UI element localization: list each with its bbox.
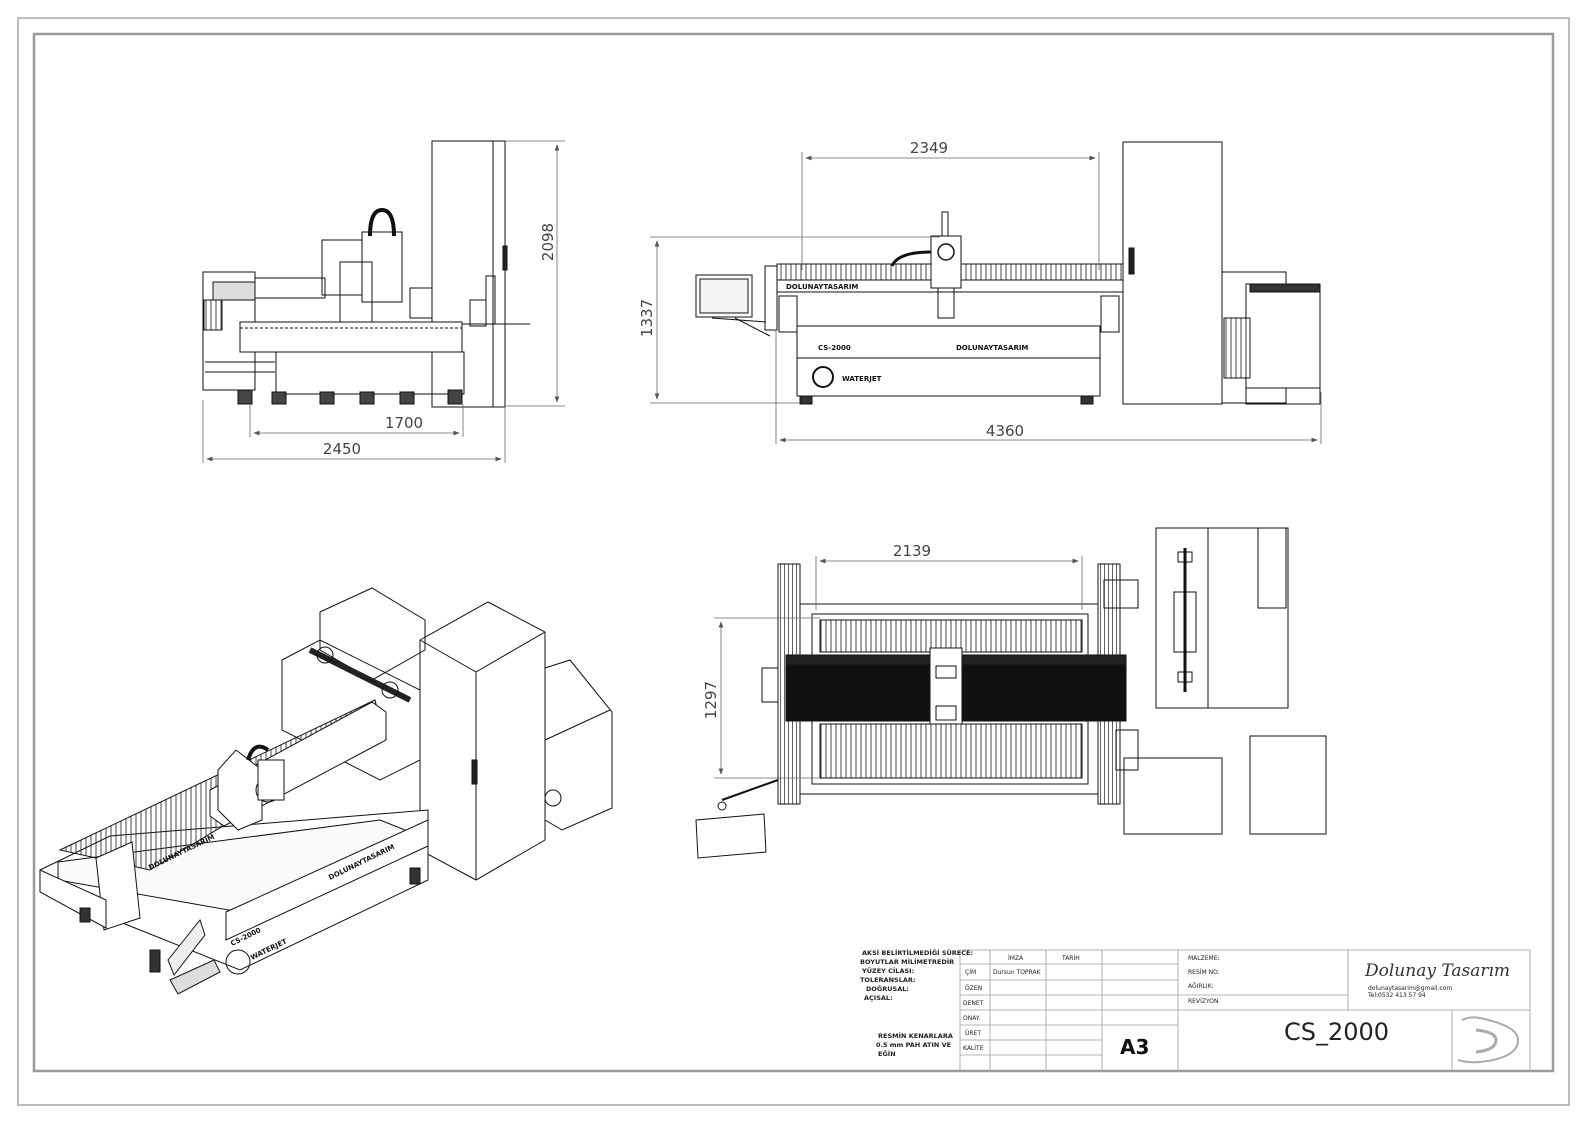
- top-view-dimensions: [714, 556, 1083, 779]
- field-material: MALZEME:: [1188, 955, 1220, 962]
- outer-frame: [17, 17, 1570, 1106]
- dim-side-inner-width: 1700: [385, 414, 423, 432]
- header-signature: İMZA: [1008, 955, 1024, 962]
- field-drawing-no: RESİM NO.: [1188, 969, 1220, 976]
- side-view-dimensions: [202, 140, 565, 463]
- note-line-1: AKSİ BELİRTİLMEDİĞİ SÜRECE:: [862, 948, 973, 957]
- company-name: Dolunay Tasarım: [1364, 961, 1510, 981]
- row-quality: KALİTE: [963, 1045, 984, 1052]
- isometric-view: [39, 587, 613, 995]
- drawer-name: Dursun TOPRAK: [993, 969, 1042, 976]
- header-date: TARİH: [1061, 955, 1080, 962]
- note-line-5: DOĞRUSAL:: [866, 984, 909, 993]
- front-model-label: CS-2000: [818, 344, 851, 352]
- company-phone: Tel:0532 413 57 94: [1367, 992, 1426, 999]
- company-logo: [1457, 1016, 1520, 1064]
- field-revision: REVİZYON: [1188, 998, 1219, 1005]
- front-brand-label-2: DOLUNAYTASARIM: [956, 344, 1028, 352]
- sheet-size: A3: [1120, 1035, 1149, 1059]
- dim-top-table-width: 2139: [893, 542, 931, 560]
- front-brand-label: DOLUNAYTASARIM: [786, 283, 858, 291]
- row-checked: ÖZEN: [965, 985, 982, 992]
- top-view: [695, 527, 1327, 859]
- dim-top-table-depth: 1297: [702, 681, 720, 719]
- note-line-2: BOYUTLAR MİLİMETREDİR: [860, 957, 954, 966]
- note-edge-3: EĞİN: [878, 1049, 896, 1058]
- dim-front-overall-width: 4360: [986, 422, 1024, 440]
- row-inspected: DENET: [963, 1000, 984, 1007]
- title-block: [959, 949, 1531, 1071]
- dim-side-height: 2098: [539, 223, 557, 261]
- row-manufacturing: ÜRET: [965, 1030, 981, 1037]
- note-edge-1: RESMİN KENARLARA: [878, 1031, 953, 1040]
- note-edge-2: 0.5 mm PAH ATIN VE: [876, 1041, 951, 1049]
- note-line-6: AÇISAL:: [864, 994, 893, 1002]
- front-view: [695, 141, 1321, 405]
- field-weight: AĞIRLIK:: [1188, 983, 1214, 990]
- row-approved: ONAY.: [963, 1015, 980, 1022]
- row-drawn: ÇİM: [965, 969, 976, 976]
- dim-front-height: 1337: [638, 299, 656, 337]
- drawing-title: CS_2000: [1284, 1018, 1389, 1046]
- dim-front-gantry-width: 2349: [910, 139, 948, 157]
- note-line-3: YÜZEY CİLASI:: [861, 966, 914, 975]
- front-view-dimensions: [650, 152, 1322, 444]
- front-waterjet-label: WATERJET: [842, 375, 882, 383]
- company-email: dolunaytasarim@gmail.com: [1368, 985, 1452, 992]
- inner-frame: [32, 32, 1555, 1073]
- note-line-4: TOLERANSLAR:: [860, 976, 915, 984]
- side-view: [202, 140, 530, 408]
- dim-side-overall-width: 2450: [323, 440, 361, 458]
